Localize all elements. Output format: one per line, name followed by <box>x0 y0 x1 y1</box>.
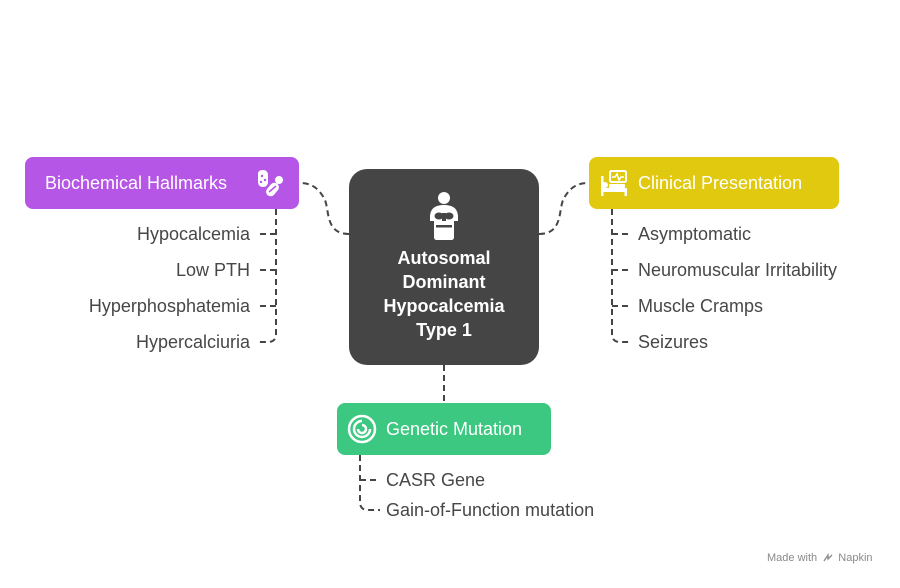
branch-biochemical-label: Biochemical Hallmarks <box>45 173 228 193</box>
branch-clinical-label: Clinical Presentation <box>638 173 803 193</box>
branch-genetic-mutation[interactable]: Genetic Mutation <box>337 403 551 455</box>
connector-center-biochemical <box>298 182 350 235</box>
patient-bed-monitor-icon <box>601 170 627 196</box>
list-item-genetic-2: Gain-of-Function mutation <box>386 500 595 520</box>
branch-genetic-label: Genetic Mutation <box>386 419 523 439</box>
watermark-brand: Napkin <box>838 552 873 564</box>
person-with-parathyroid-icon <box>430 192 458 240</box>
connector-biochemical-spine <box>256 209 277 343</box>
branch-biochemical-hallmarks[interactable]: Biochemical Hallmarks <box>25 157 299 209</box>
center-title: Autosomal Dominant Hypocalcemia Type 1 <box>383 248 505 340</box>
napkin-logo-icon <box>823 553 833 562</box>
watermark: Made with Napkin <box>767 552 873 564</box>
watermark-prefix: Made with <box>767 552 818 564</box>
list-item-clinical-1: Asymptomatic <box>638 224 752 244</box>
list-item-clinical-2: Neuromuscular Irritability <box>638 260 838 280</box>
list-item-clinical-3: Muscle Cramps <box>638 296 764 316</box>
list-item-biochemical-1: Hypocalcemia <box>136 224 250 244</box>
list-item-clinical-4: Seizures <box>638 332 709 352</box>
list-item-genetic-1: CASR Gene <box>386 470 486 490</box>
center-node[interactable]: Autosomal Dominant Hypocalcemia Type 1 <box>349 169 539 365</box>
pills-capsules-icon <box>258 170 283 197</box>
list-item-biochemical-2: Low PTH <box>175 260 250 280</box>
connector-clinical-spine <box>611 209 632 343</box>
dna-spiral-icon <box>347 414 377 444</box>
connector-genetic-spine <box>359 455 380 511</box>
list-item-biochemical-3: Hyperphosphatemia <box>88 296 250 316</box>
branch-clinical-presentation[interactable]: Clinical Presentation <box>589 157 839 209</box>
list-item-biochemical-4: Hypercalciuria <box>135 332 250 352</box>
connector-center-clinical <box>538 182 590 235</box>
